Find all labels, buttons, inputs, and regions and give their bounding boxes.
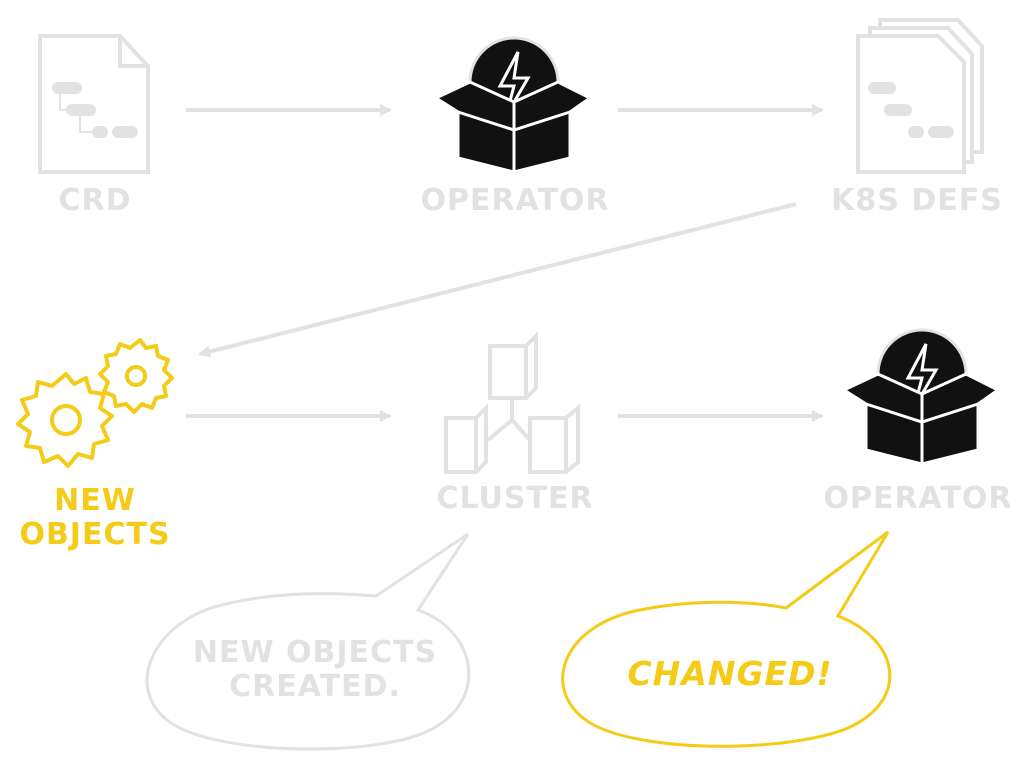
k8s-defs-document-stack-icon [856, 18, 984, 174]
new-objects-gears-icon [16, 338, 174, 468]
operator-speech-bubble [561, 530, 892, 748]
operator-top-label: OPERATOR [420, 183, 610, 218]
operator-bottom-label: OPERATOR [823, 481, 1013, 516]
crd-label: CRD [58, 183, 132, 218]
cluster-servers-icon [444, 331, 580, 474]
cluster-speech-bubble [145, 532, 471, 751]
cluster-label: CLUSTER [436, 481, 594, 516]
k8s-defs-label: K8S DEFS [831, 183, 1003, 218]
crd-document-icon [38, 34, 150, 174]
new-objects-label: NEW OBJECTS [19, 483, 171, 552]
cluster-bubble-text: NEW OBJECTS CREATED. [192, 635, 438, 704]
arrow-k8s-to-new-objects [198, 202, 797, 358]
operator-bubble-text: CHANGED! [627, 654, 833, 693]
operator-box-icon [840, 328, 1001, 466]
operator-box-icon [432, 36, 593, 174]
